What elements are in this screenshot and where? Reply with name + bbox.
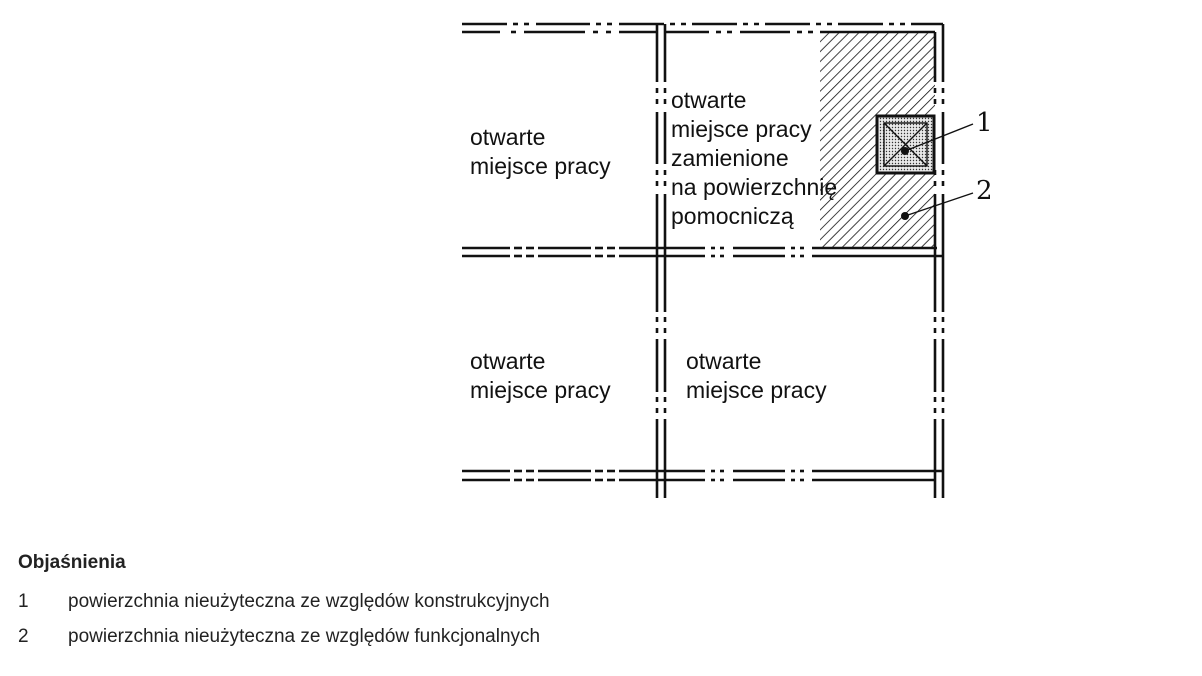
callout-dot-2 — [901, 212, 909, 220]
floor-plan-diagram: otwarte miejsce pracy otwarte miejsce pr… — [462, 22, 993, 498]
bottom-wall — [462, 469, 943, 482]
callout-leader-2 — [904, 192, 974, 217]
legend-item-text: powierzchnia nieużyteczna ze względów ko… — [68, 590, 550, 612]
legend-item-text: powierzchnia nieużyteczna ze względów fu… — [68, 625, 541, 647]
middle-wall — [462, 246, 943, 258]
floor-plan-svg — [462, 22, 974, 498]
room-label-top-left: otwarte miejsce pracy — [470, 124, 611, 179]
room-label-top-right: otwarte miejsce pracy zamienione na powi… — [671, 87, 838, 229]
callout-leader-1 — [904, 123, 974, 152]
legend-item: 1 powierzchnia nieużyteczna ze względów … — [18, 584, 550, 619]
structural-column — [875, 114, 936, 175]
top-wall — [462, 22, 943, 34]
legend: Objaśnienia 1 powierzchnia nieużyteczna … — [18, 552, 550, 654]
room-label-bottom-right: otwarte miejsce pracy — [686, 348, 827, 403]
callout-leaders — [904, 123, 974, 217]
legend-title: Objaśnienia — [18, 552, 126, 573]
right-vertical-wall — [933, 24, 945, 498]
callout-number-2: 2 — [976, 176, 993, 206]
center-vertical-wall — [655, 24, 667, 498]
legend-item: 2 powierzchnia nieużyteczna ze względów … — [18, 619, 550, 654]
room-label-bottom-left: otwarte miejsce pracy — [470, 348, 611, 403]
wall-lines — [462, 22, 945, 498]
callout-number-1: 1 — [976, 108, 993, 138]
legend-item-number: 2 — [18, 625, 29, 647]
legend-item-number: 1 — [18, 590, 29, 612]
